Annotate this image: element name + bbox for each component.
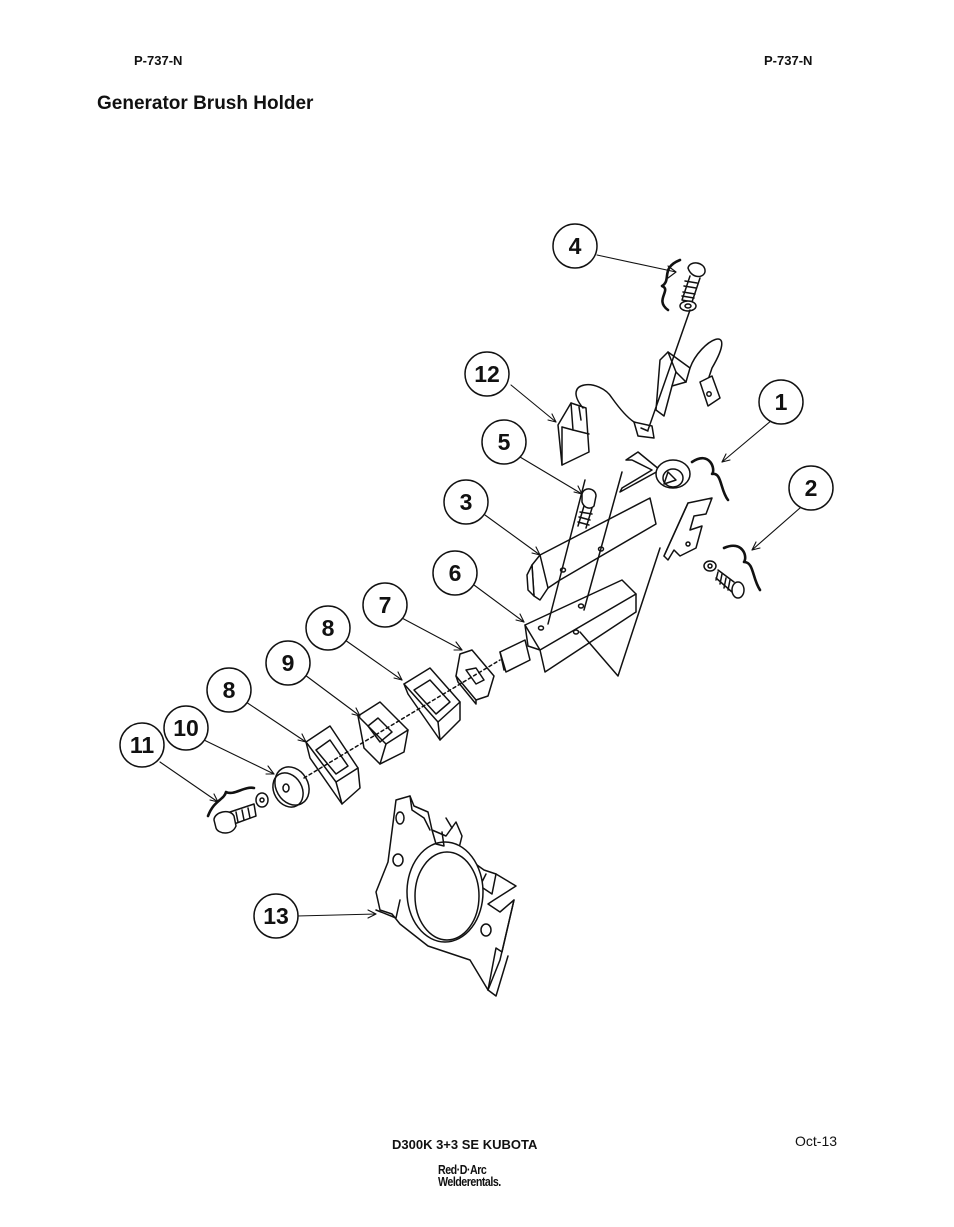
svg-text:12: 12 [474, 361, 500, 387]
callout-4: 4 [552, 223, 598, 269]
part-7-insulator [455, 649, 495, 705]
part-6-holder-channel [499, 579, 637, 673]
svg-text:8: 8 [322, 615, 335, 641]
part-1-spring [619, 451, 691, 493]
part-3-holder-plate [526, 497, 657, 601]
callout-1: 1 [758, 379, 804, 425]
callout-8-lower: 8 [206, 667, 252, 713]
svg-text:9: 9 [282, 650, 295, 676]
svg-text:2: 2 [805, 475, 818, 501]
logo-line-1: Red·D·Arc [438, 1162, 487, 1177]
part-8-upper-square [403, 667, 461, 741]
callout-9: 9 [265, 640, 311, 686]
part-4-screw [679, 262, 706, 312]
footer-model: D300K 3+3 SE KUBOTA [392, 1137, 538, 1152]
callout-3: 3 [443, 479, 489, 525]
svg-text:3: 3 [460, 489, 473, 515]
header-right-code: P-737-N [764, 53, 813, 68]
svg-text:10: 10 [173, 715, 199, 741]
header-left-code: P-737-N [134, 53, 183, 68]
svg-text:11: 11 [130, 732, 155, 758]
part-11-bolt [213, 792, 269, 834]
part-8-lower-square [305, 725, 361, 805]
callout-2: 2 [788, 465, 834, 511]
logo-line-2: Welderentals. [438, 1174, 501, 1189]
svg-text:13: 13 [263, 903, 289, 929]
svg-text:1: 1 [775, 389, 788, 415]
part-12-upper-brush [655, 338, 723, 417]
svg-text:5: 5 [498, 429, 511, 455]
callout-8-upper: 8 [305, 605, 351, 651]
callout-6: 6 [432, 550, 478, 596]
footer-date: Oct-13 [795, 1133, 838, 1149]
part-13-mounting-plate [375, 795, 517, 997]
callout-5: 5 [481, 419, 527, 465]
callout-11: 11 [119, 722, 165, 768]
callout-7: 7 [362, 582, 408, 628]
part-2-bracket [663, 497, 745, 599]
callout-10: 10 [163, 705, 209, 751]
callout-13: 13 [253, 893, 299, 939]
part-9-spacer [357, 701, 409, 765]
svg-text:8: 8 [223, 677, 236, 703]
brand-logo: Red·D·Arc Welderentals. [438, 1162, 501, 1189]
page-title: Generator Brush Holder [97, 93, 314, 114]
part-10-round-washer [272, 766, 310, 808]
svg-text:6: 6 [449, 560, 462, 586]
part-5-screw [577, 488, 597, 529]
svg-text:4: 4 [569, 233, 582, 259]
svg-text:7: 7 [379, 592, 392, 618]
callout-12: 12 [464, 351, 510, 397]
